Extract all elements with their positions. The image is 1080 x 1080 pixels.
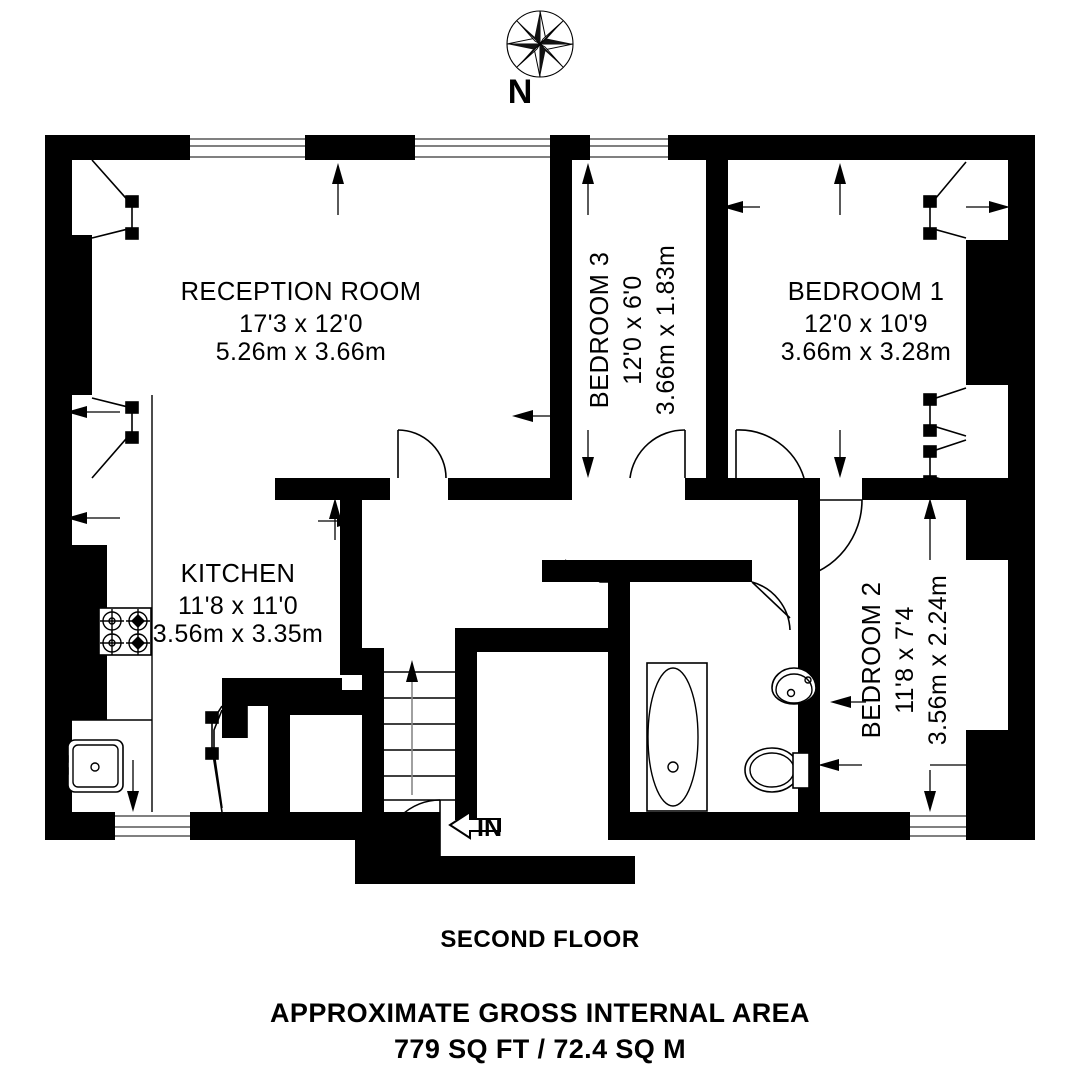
toilet-icon (744, 747, 810, 793)
area-caption-line1: APPROXIMATE GROSS INTERNAL AREA (270, 998, 810, 1028)
window-openings (115, 138, 985, 837)
room-name: KITCHEN (181, 560, 296, 588)
floor-caption: SECOND FLOOR (440, 926, 639, 953)
compass-north-label: N (508, 73, 533, 111)
room-label-reception-room: RECEPTION ROOM 17'3 x 12'0 5.26m x 3.66m (181, 278, 422, 366)
sink-icon (62, 739, 124, 793)
room-metric: 3.66m x 1.83m (652, 245, 680, 416)
stairs-up-icon (384, 660, 455, 801)
room-label-bedroom-1: BEDROOM 1 12'0 x 10'9 3.66m x 3.28m (781, 278, 952, 366)
dimension-arrows (66, 163, 1010, 812)
hall-angled-recess (564, 559, 630, 583)
room-metric: 3.66m x 3.28m (781, 338, 952, 366)
room-name: BEDROOM 2 (858, 582, 886, 739)
entrance-arrow-icon (448, 810, 501, 840)
hob-icon (98, 607, 152, 656)
room-imperial: 12'0 x 6'0 (619, 275, 647, 384)
kitchen-counter (72, 395, 153, 812)
room-imperial: 17'3 x 12'0 (239, 310, 363, 338)
bay-window-recesses (91, 159, 967, 813)
washbasin-icon (771, 667, 817, 716)
room-label-kitchen: KITCHEN 11'8 x 11'0 3.56m x 3.35m (153, 560, 324, 648)
room-label-bedroom-3: BEDROOM 3 12'0 x 6'0 3.66m x 1.83m (586, 245, 680, 416)
room-imperial: 11'8 x 11'0 (178, 592, 298, 620)
room-name: RECEPTION ROOM (181, 278, 422, 306)
room-label-bedroom-2: BEDROOM 2 11'8 x 7'4 3.56m x 2.24m (858, 575, 952, 746)
room-metric: 3.56m x 2.24m (924, 575, 952, 746)
entrance-label: IN (477, 814, 502, 842)
compass-rose-icon (506, 10, 574, 78)
area-caption-line2: 779 SQ FT / 72.4 SQ M (394, 1034, 686, 1064)
kitchen-recess-outline (213, 709, 223, 809)
bathtub-icon (646, 662, 708, 812)
door-swings (246, 429, 863, 857)
room-name: BEDROOM 1 (788, 278, 945, 306)
room-imperial: 12'0 x 10'9 (804, 310, 928, 338)
room-metric: 3.56m x 3.35m (153, 620, 324, 648)
room-imperial: 11'8 x 7'4 (891, 606, 919, 714)
room-metric: 5.26m x 3.66m (216, 338, 387, 366)
room-name: BEDROOM 3 (586, 252, 614, 409)
wall-structure (45, 135, 1035, 884)
